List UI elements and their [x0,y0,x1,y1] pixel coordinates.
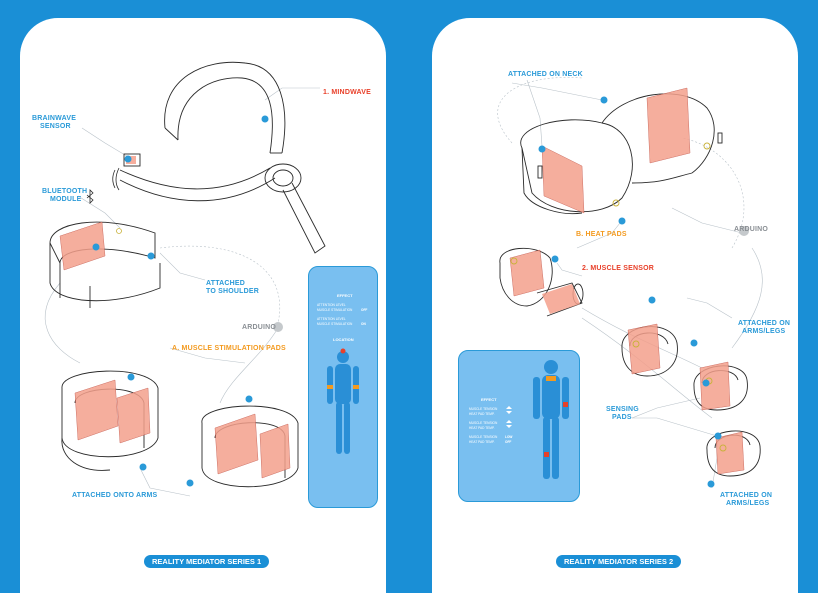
effect-card-series-2: EFFECT MUSCLE TENSION HEAT PAD TEMP. MUS… [458,350,580,502]
panel-series-1: 1. MINDWAVE BRAINWAVE SENSOR BLUETOOTH M… [20,18,386,593]
card-row: HEAT PAD TEMP. [469,440,495,444]
series-2-illustration [497,77,763,489]
label-sensing-pads-line2: PADS [612,414,632,421]
card-effect-title: EFFECT [481,397,497,402]
label-muscle-stimulation-pads: A. MUSCLE STIMULATION PADS [172,345,286,352]
label-brainwave-sensor-line2: SENSOR [40,123,71,130]
series-1-illustration [44,61,326,497]
label-attached-shoulder-line2: TO SHOULDER [206,288,260,295]
label-attached-arms-legs-top-line2: ARMS/LEGS [742,328,786,335]
label-attached-shoulder-line1: ATTACHED [206,280,246,287]
label-bluetooth-module-line1: BLUETOOTH [42,188,88,195]
panel-series-2: ATTACHED ON NECK B. HEAT PADS ARDUINO 2.… [432,18,798,593]
series-1-label: REALITY MEDIATOR SERIES 1 [144,555,270,568]
label-attached-neck: ATTACHED ON NECK [508,71,583,78]
label-arduino: ARDUINO [734,226,769,233]
label-attached-onto-arms: ATTACHED ONTO ARMS [72,492,158,499]
card-value-low: LOW [505,435,513,439]
label-heat-pads: B. HEAT PADS [576,231,627,238]
label-attached-arms-legs-top-line1: ATTACHED ON [738,320,791,327]
arrow-indicators-icon [506,406,512,428]
card-row: MUSCLE STIMULATION [317,308,353,312]
label-mindwave: 1. MINDWAVE [323,89,371,96]
card-row: ATTENTION LEVEL [317,317,346,321]
card-row: MUSCLE TENSION [469,421,498,425]
label-attached-arms-legs-bottom-line2: ARMS/LEGS [726,500,770,507]
card-row: MUSCLE TENSION [469,435,498,439]
card-value-on: ON [361,322,366,326]
label-attached-arms-legs-bottom-line1: ATTACHED ON [720,492,773,499]
label-arduino: ARDUINO [242,324,277,331]
body-figure-icon [327,348,359,454]
card-row: HEAT PAD TEMP. [469,426,495,430]
label-muscle-sensor: 2. MUSCLE SENSOR [582,265,655,272]
label-sensing-pads-line1: SENSING [606,406,639,413]
body-figure-icon [533,360,569,479]
card-row: HEAT PAD TEMP. [469,412,495,416]
card-row: MUSCLE STIMULATION [317,322,353,326]
card-location-title: LOCATION [333,337,354,342]
card-effect-title: EFFECT [337,293,353,298]
card-value-off: OFF [361,308,368,312]
card-row: ATTENTION LEVEL [317,303,346,307]
label-bluetooth-module-line2: MODULE [50,196,82,203]
effect-card-series-1: EFFECT ATTENTION LEVEL MUSCLE STIMULATIO… [308,266,378,508]
label-brainwave-sensor-line1: BRAINWAVE [32,115,77,122]
card-value-off: OFF [505,440,512,444]
card-row: MUSCLE TENSION [469,407,498,411]
series-2-label: REALITY MEDIATOR SERIES 2 [556,555,682,568]
